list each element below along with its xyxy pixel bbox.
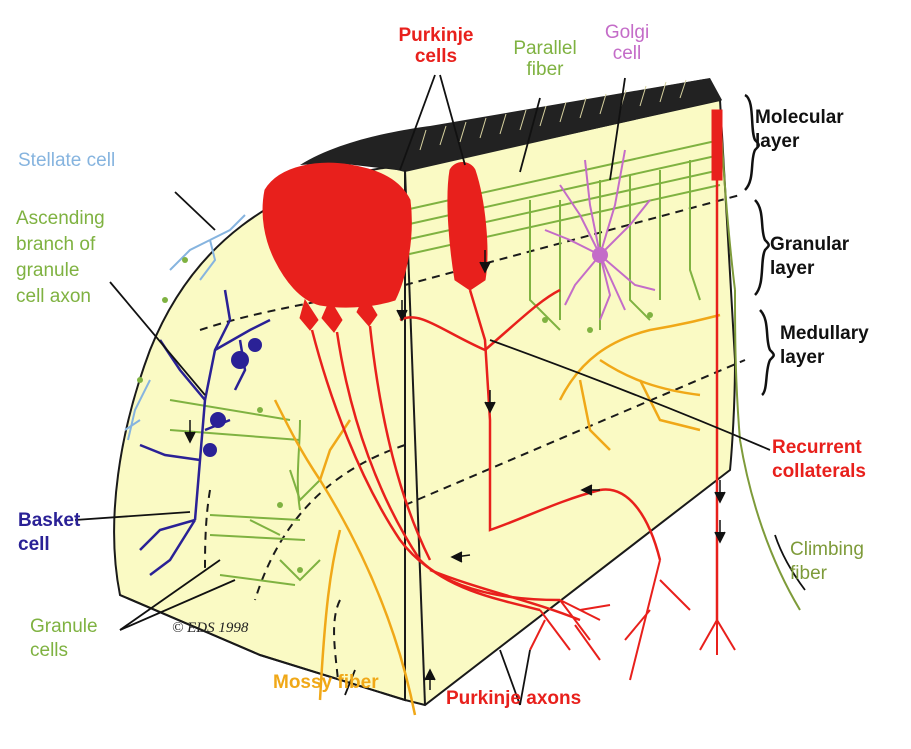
- label-purkinje-axons: Purkinje axons: [446, 688, 581, 709]
- label-basket-cell: Basket cell: [18, 509, 80, 557]
- label-granule-cells: Granule cells: [30, 615, 98, 663]
- label-mossy-fiber: Mossy fiber: [273, 672, 379, 693]
- label-granular-layer: Granular layer: [770, 233, 849, 281]
- label-recurrent-collaterals: Recurrent collaterals: [772, 436, 866, 484]
- golgi-soma: [592, 247, 608, 263]
- label-molecular-layer: Molecular layer: [755, 106, 844, 154]
- label-ascending-branch: Ascending branch of granule cell axon: [16, 206, 105, 310]
- label-climbing-fiber: Climbing fiber: [790, 538, 864, 586]
- label-golgi-cell: Golgi cell: [592, 22, 662, 64]
- copyright-text: © EDS 1998: [172, 620, 248, 637]
- label-medullary-layer: Medullary layer: [780, 322, 869, 370]
- label-parallel-fiber: Parallel fiber: [500, 38, 590, 80]
- label-purkinje-cells: Purkinje cells: [386, 25, 486, 67]
- label-stellate-cell: Stellate cell: [18, 150, 115, 171]
